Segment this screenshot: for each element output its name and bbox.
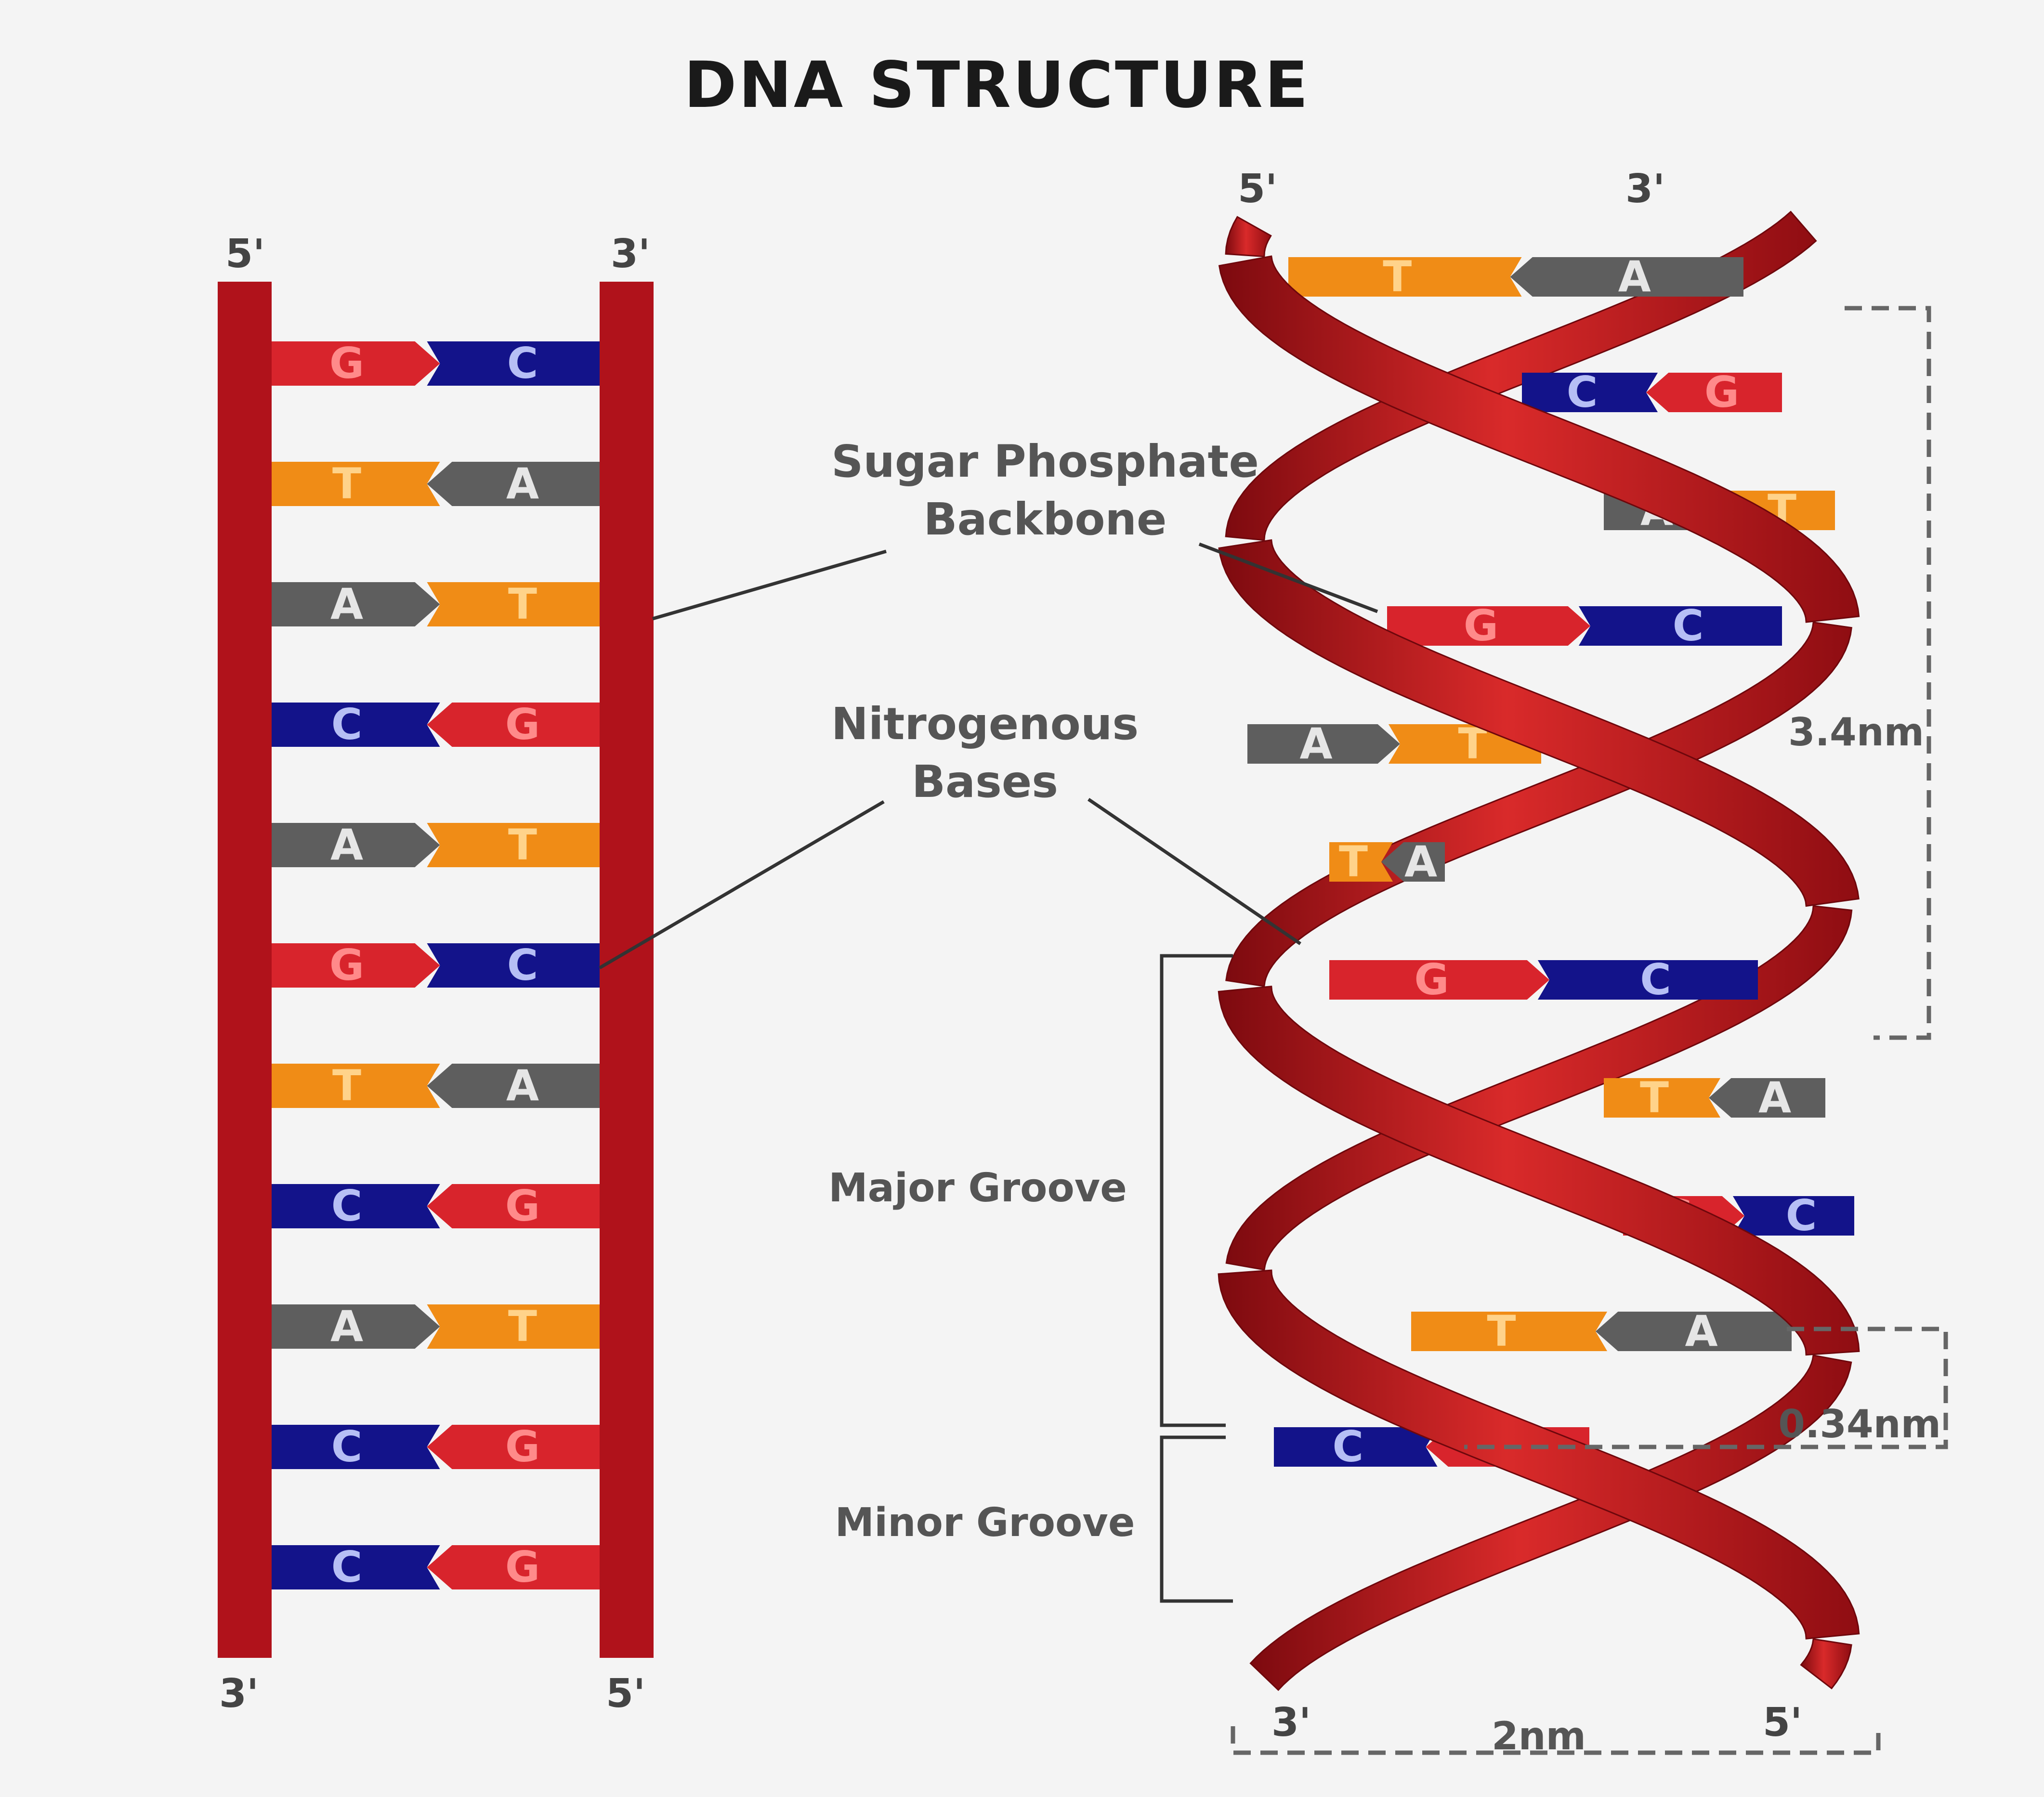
ladder-pair-2-right-base-letter: T	[508, 579, 537, 629]
ladder-pair-7-left-base-letter: C	[331, 1181, 363, 1231]
backbone-label-line2: Backbone	[924, 494, 1167, 545]
helix-top-right-end: 3'	[1625, 166, 1665, 212]
ladder-top-right-end: 3'	[611, 231, 650, 277]
bases-label-line2: Bases	[912, 756, 1058, 807]
ladder-pair-3-left-base-letter: C	[331, 700, 363, 749]
helix-turn-measure: 3.4nm	[1788, 710, 1924, 755]
helix-pair-9-left-base-letter: T	[1487, 1306, 1516, 1356]
helix-pair-3-right-base-letter: C	[1673, 601, 1704, 651]
helix-pair-9-right-base-letter: A	[1685, 1306, 1717, 1356]
helix-base-pair: TA	[1288, 252, 1743, 301]
ladder-base-pair: GC	[270, 339, 602, 388]
helix-pair-5-right-base-letter: A	[1404, 837, 1437, 886]
helix-top-left-end: 5'	[1238, 166, 1277, 212]
helix-strand-1-back-segment	[1226, 217, 1271, 256]
helix-pair-4-left-base-letter: A	[1299, 719, 1332, 768]
major-groove-bracket	[1162, 956, 1233, 1425]
ladder-right-backbone	[600, 282, 654, 1658]
backbone-label-line1: Sugar Phosphate	[831, 436, 1259, 487]
helix-bottom-left-end: 3'	[1271, 1700, 1311, 1745]
helix-pair-3-left-base-letter: G	[1464, 601, 1498, 651]
helix-pair-10-left-base-letter: C	[1332, 1422, 1363, 1471]
ladder-pair-10-right-base-letter: G	[505, 1542, 540, 1592]
ladder-pair-8-right-base-letter: T	[508, 1302, 537, 1351]
helix-strand-1-back-segment	[1251, 1355, 1851, 1690]
helix-pair-0-left-base-letter: T	[1383, 252, 1412, 301]
ladder-pair-10-left-base-letter: C	[331, 1542, 363, 1592]
ladder-pair-6-right-base-letter: A	[506, 1061, 539, 1110]
diagram-title: DNA STRUCTURE	[684, 48, 1310, 122]
helix-pair-1-left-base-letter: C	[1567, 367, 1598, 417]
ladder-pair-2-left-base-letter: A	[330, 579, 363, 629]
helix-pair-6-left-base-letter: G	[1414, 955, 1449, 1004]
ladder-pair-9-left-base-letter: C	[331, 1422, 363, 1471]
helix-strand-2-back-segment	[1801, 1639, 1852, 1689]
ladder-pair-8-left-base-letter: A	[330, 1302, 363, 1351]
ladder-pair-4-left-base-letter: A	[330, 820, 363, 870]
ladder-pair-3-right-base-letter: G	[505, 700, 540, 749]
helix-pair-8-right-base-letter: C	[1786, 1191, 1817, 1240]
measurements: 3.4nm 0.34nm 2nm	[1233, 308, 1946, 1758]
bases-label-line1: Nitrogenous	[831, 698, 1139, 750]
minor-groove-bracket	[1162, 1437, 1233, 1601]
minor-groove-label: Minor Groove	[835, 1500, 1135, 1546]
ladder-pair-1-left-base-letter: T	[332, 459, 361, 508]
helix-pair-0-right-base-letter: A	[1618, 252, 1651, 301]
ladder-left-backbone	[218, 282, 272, 1658]
ladder-pair-4-right-base-letter: T	[508, 820, 537, 870]
ladder-pair-5-left-base-letter: G	[329, 940, 364, 990]
helix-pair-6-right-base-letter: C	[1640, 955, 1671, 1004]
major-groove-label: Major Groove	[828, 1165, 1127, 1211]
helix-pair-5-left-base-letter: T	[1339, 837, 1368, 886]
backbone-pointer-left	[653, 551, 886, 619]
base-spacing-measure: 0.34nm	[1778, 1402, 1941, 1446]
ladder-pair-5-right-base-letter: C	[507, 940, 538, 990]
helix-turn-bracket	[1845, 308, 1929, 1038]
ladder-pair-0-left-base-letter: G	[329, 339, 364, 388]
helix-pair-7-left-base-letter: T	[1640, 1073, 1669, 1122]
ladder-pair-7-right-base-letter: G	[505, 1181, 540, 1231]
ladder-pair-0-right-base-letter: C	[507, 339, 538, 388]
ladder-bottom-left-end: 3'	[219, 1671, 259, 1717]
helix-pair-7-right-base-letter: A	[1758, 1073, 1791, 1122]
ladder-pair-6-left-base-letter: T	[332, 1061, 361, 1110]
bases-pointer-right	[1088, 799, 1300, 944]
helix-width-measure: 2nm	[1492, 1714, 1586, 1758]
ladder-top-left-end: 5'	[225, 231, 265, 277]
ladder-pair-1-right-base-letter: A	[506, 459, 539, 508]
helix-bottom-right-end: 5'	[1763, 1700, 1802, 1745]
ladder-pair-9-right-base-letter: G	[505, 1422, 540, 1471]
ladder-bottom-right-end: 5'	[606, 1671, 645, 1717]
double-helix-model: TACGATGCATTAGCTAGCTACG 5' 3' 3' 5'	[1219, 166, 1859, 1745]
helix-pair-1-right-base-letter: G	[1704, 367, 1739, 417]
ladder-base-pair: CG	[270, 700, 602, 749]
